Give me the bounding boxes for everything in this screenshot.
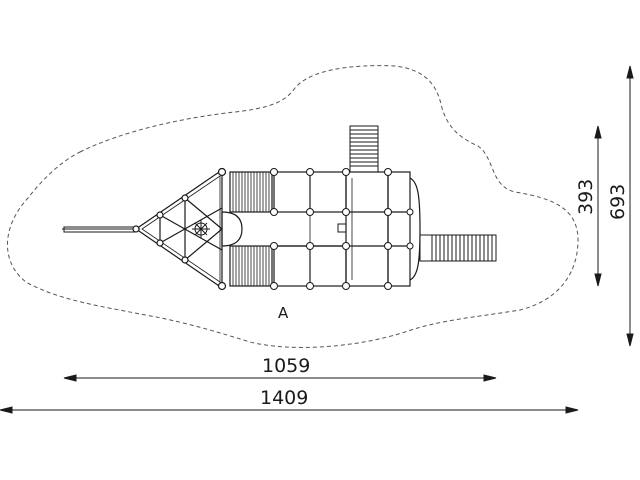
tower-posts	[270, 168, 414, 290]
tower-detail	[337, 223, 347, 233]
ship-bow	[132, 167, 227, 291]
dimension-label-horizontal-outer: 1409	[260, 387, 308, 409]
bowsprit	[62, 226, 140, 233]
dimension-label-vertical-inner: 393	[575, 179, 597, 215]
dimension-vertical-outer	[626, 65, 634, 347]
dimension-label-horizontal-inner: 1059	[262, 355, 310, 377]
safety-zone-outline	[7, 65, 579, 348]
dimension-label-vertical-outer: 693	[607, 184, 629, 220]
side-ladder	[419, 234, 497, 262]
rope-bridge-top	[229, 171, 273, 213]
dimension-horizontal-outer	[0, 406, 579, 414]
rope-bridge-bottom	[229, 245, 273, 287]
steering-wheel-icon	[192, 220, 210, 238]
dimension-horizontal-inner	[63, 374, 497, 382]
zone-label: A	[278, 304, 289, 322]
top-ladder	[349, 125, 379, 173]
dimension-vertical-inner	[594, 125, 602, 287]
half-round-deck	[221, 211, 243, 247]
tower-grid	[273, 171, 421, 287]
